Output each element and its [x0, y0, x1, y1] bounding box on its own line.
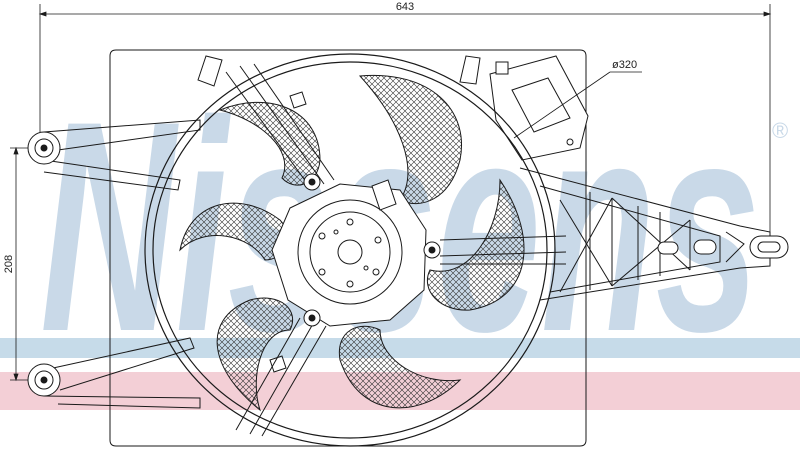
- registered-mark: ®: [772, 118, 788, 143]
- left-mount-top: [27, 131, 61, 165]
- left-mount-bottom: [27, 363, 61, 397]
- top-clips: [197, 55, 481, 87]
- fan-blade: [338, 325, 462, 409]
- fan-ring: [144, 53, 556, 447]
- right-mount-slots: [657, 235, 789, 259]
- diameter-callout: [513, 71, 642, 139]
- width-dimension: [38, 4, 772, 240]
- motor-hub: [271, 179, 427, 327]
- height-label: 208: [3, 255, 15, 273]
- hub-bolts: [303, 173, 441, 327]
- fan-blade: [358, 74, 462, 205]
- fan-blade: [216, 297, 293, 412]
- fan-blades: [179, 74, 525, 412]
- diameter-label: ø320: [612, 59, 637, 71]
- watermark-band-blue: [0, 338, 800, 358]
- motor-struts: [225, 63, 567, 437]
- electrical-connector: [489, 55, 589, 161]
- fan-blade: [426, 178, 525, 311]
- width-label: 643: [396, 1, 414, 13]
